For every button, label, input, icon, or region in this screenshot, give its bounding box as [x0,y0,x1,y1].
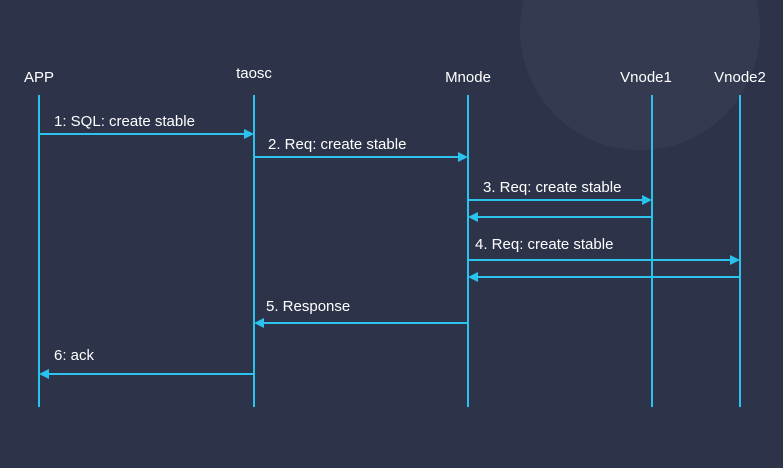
message-2-label: 2. Req: create stable [268,136,406,153]
message-4-arrowhead [730,255,740,265]
message-4-return [468,272,740,282]
message-2: 2. Req: create stable [254,136,468,162]
message-3: 3. Req: create stable [468,179,652,205]
background-watermark [520,0,760,150]
message-1-arrowhead [244,129,254,139]
message-3-arrowhead [642,195,652,205]
participant-label-mnode: Mnode [445,69,491,86]
message-1-label: 1: SQL: create stable [54,113,195,130]
message-1: 1: SQL: create stable [39,113,254,139]
message-5-arrowhead [254,318,264,328]
message-5-label: 5. Response [266,298,350,315]
message-4: 4. Req: create stable [468,236,740,265]
participant-label-vnode1: Vnode1 [620,69,672,86]
message-5: 5. Response [254,298,468,328]
message-6-label: 6: ack [54,347,95,364]
message-3-return [468,212,652,222]
message-3-label: 3. Req: create stable [483,179,621,196]
message-6-arrowhead [39,369,49,379]
participant-label-vnode2: Vnode2 [714,69,766,86]
participant-label-taosc: taosc [236,65,272,82]
message-4-return-arrowhead [468,272,478,282]
message-4-label: 4. Req: create stable [475,236,613,253]
message-3-return-arrowhead [468,212,478,222]
message-2-arrowhead [458,152,468,162]
participant-label-app: APP [24,69,54,86]
message-6: 6: ack [39,347,254,379]
